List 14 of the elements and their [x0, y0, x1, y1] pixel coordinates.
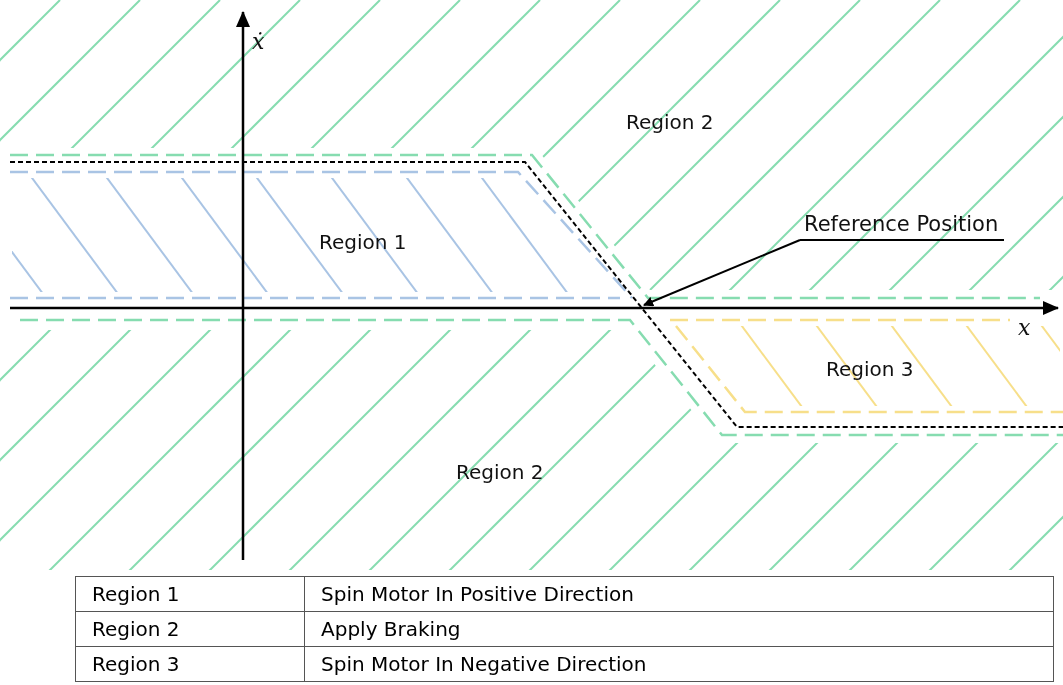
table-cell: Region 1 — [75, 576, 305, 612]
table-cell: Spin Motor In Positive Direction — [304, 576, 1054, 612]
region-label: Region 2 — [456, 460, 544, 484]
table-cell: Region 3 — [75, 646, 305, 682]
table-cell: Region 2 — [75, 611, 305, 647]
region-label: Region 2 — [626, 110, 714, 134]
table-cell: Apply Braking — [304, 611, 1054, 647]
axis-label: ẋ — [252, 30, 265, 54]
table-cell: Spin Motor In Negative Direction — [304, 646, 1054, 682]
switching-curve — [9, 161, 1063, 428]
region-label: Region 1 — [319, 230, 407, 254]
region-label: Region 3 — [826, 357, 914, 381]
leader-arrow — [643, 239, 801, 307]
axis-label: x — [1018, 316, 1031, 340]
